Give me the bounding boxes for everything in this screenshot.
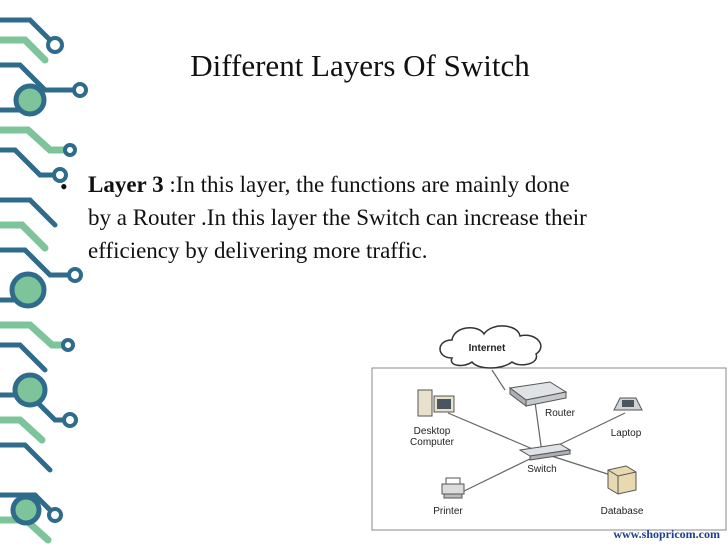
router-label: Router [545,408,576,419]
bullet-item: • Layer 3 :In this layer, the functions … [60,168,710,267]
laptop-icon [613,397,643,411]
bullet-text: Layer 3 :In this layer, the functions ar… [88,168,710,267]
laptop-label: Laptop [611,428,642,439]
bullet-line-2: by a Router .In this layer the Switch ca… [88,205,587,230]
database-icon [607,465,637,495]
cloud-icon [439,325,542,369]
printer-icon [441,477,465,499]
watermark: www.shopricom.com [613,527,720,541]
switch-label: Switch [527,464,556,475]
printer-label: Printer [433,506,463,517]
network-diagram: Internet Router Desktop Computer [370,318,728,546]
database-label: Database [601,506,644,517]
slide-title: Different Layers Of Switch [190,48,530,83]
bullet-term: Layer 3 [88,172,164,197]
desktop-computer-icon [417,389,455,417]
bullet-line-1: :In this layer, the functions are mainly… [169,172,570,197]
circuit-decoration [0,17,88,544]
bullet-line-3: efficiency by delivering more traffic. [88,238,428,263]
bullet-dot-icon: • [60,174,68,199]
switch-icon [518,443,572,461]
internet-label: Internet [469,343,506,354]
desktop-label-line1: Desktop [414,426,451,437]
desktop-label-line2: Computer [410,437,455,448]
router-icon [508,381,568,407]
